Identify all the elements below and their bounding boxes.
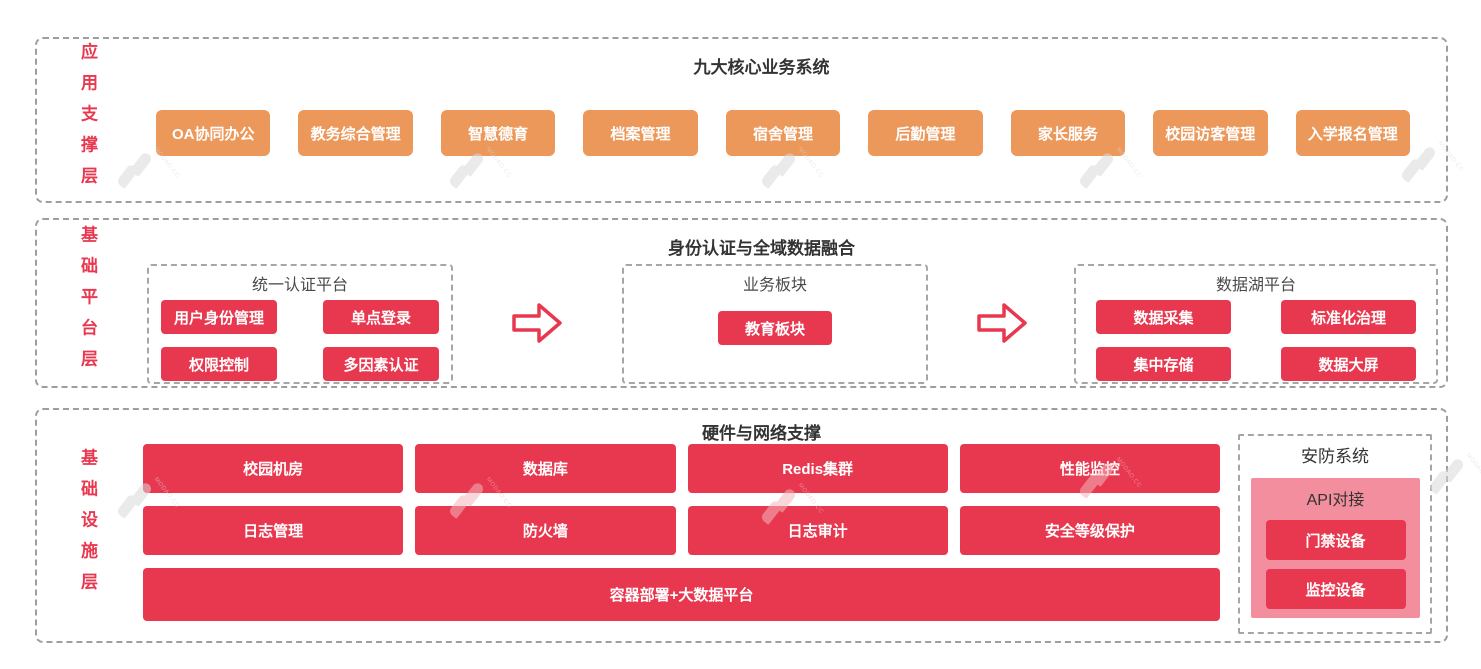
api-docking-panel: API对接 门禁设备 监控设备 bbox=[1251, 478, 1420, 618]
core-systems-row: OA协同办公 教务综合管理 智慧德育 档案管理 宿舍管理 后勤管理 家长服务 校… bbox=[156, 110, 1410, 156]
layer-app-label: 应用支撑层 bbox=[78, 42, 97, 198]
datalake-platform-title: 数据湖平台 bbox=[1215, 277, 1296, 294]
infra-node: 安全等级保护 bbox=[959, 506, 1220, 555]
system-node: 后勤管理 bbox=[868, 110, 983, 156]
infra-node: 日志管理 bbox=[143, 506, 404, 555]
api-docking-title: API对接 bbox=[1306, 492, 1365, 509]
infra-node: 性能监控 bbox=[959, 444, 1220, 493]
system-node: 家长服务 bbox=[1010, 110, 1126, 156]
security-system-group: 安防系统 API对接 门禁设备 监控设备 bbox=[1238, 434, 1432, 634]
infra-node: 防火墙 bbox=[415, 506, 676, 555]
system-node: 宿舍管理 bbox=[725, 110, 841, 156]
business-block-title: 业务板块 bbox=[742, 277, 807, 294]
platform-node: 标准化治理 bbox=[1281, 300, 1416, 334]
system-node: 智慧德育 bbox=[440, 110, 556, 156]
platform-node: 数据大屏 bbox=[1281, 347, 1416, 381]
layer-infra-label: 基础设施层 bbox=[78, 448, 97, 603]
system-node: 档案管理 bbox=[583, 110, 698, 156]
platform-node: 集中存储 bbox=[1096, 347, 1231, 381]
system-node: 入学报名管理 bbox=[1295, 110, 1410, 156]
layer-platform-title: 身份认证与全域数据融合 bbox=[668, 239, 855, 258]
platform-node: 多因素认证 bbox=[323, 347, 439, 381]
arrow-right-icon bbox=[977, 303, 1027, 343]
security-system-title: 安防系统 bbox=[1301, 447, 1369, 466]
layer-infrastructure: 基础设施层 硬件与网络支撑 校园机房 数据库 Redis集群 性能监控 日志管理… bbox=[35, 408, 1448, 643]
datalake-platform-items: 数据采集 标准化治理 集中存储 数据大屏 bbox=[1076, 295, 1436, 381]
system-node: OA协同办公 bbox=[156, 110, 271, 156]
infra-node: 数据库 bbox=[415, 444, 676, 493]
infrastructure-grid: 校园机房 数据库 Redis集群 性能监控 日志管理 防火墙 日志审计 安全等级… bbox=[143, 444, 1220, 621]
layer-app-support: 应用支撑层 九大核心业务系统 OA协同办公 教务综合管理 智慧德育 档案管理 宿… bbox=[35, 37, 1448, 203]
auth-platform-items: 用户身份管理 单点登录 权限控制 多因素认证 bbox=[149, 295, 451, 381]
infra-node: Redis集群 bbox=[687, 444, 948, 493]
layer-platform-label: 基础平台层 bbox=[78, 225, 97, 381]
platform-node: 用户身份管理 bbox=[161, 300, 277, 334]
infra-wide-node: 容器部署+大数据平台 bbox=[143, 568, 1220, 621]
layer-platform: 基础平台层 身份认证与全域数据融合 统一认证平台 用户身份管理 单点登录 权限控… bbox=[35, 218, 1448, 388]
infra-node: 日志审计 bbox=[687, 506, 948, 555]
infra-node: 校园机房 bbox=[143, 444, 404, 493]
arrow-right-icon bbox=[512, 303, 562, 343]
platform-node: 教育板块 bbox=[718, 311, 832, 345]
datalake-platform-group: 数据湖平台 数据采集 标准化治理 集中存储 数据大屏 bbox=[1074, 264, 1438, 384]
platform-node: 单点登录 bbox=[323, 300, 439, 334]
security-node: 监控设备 bbox=[1265, 569, 1406, 609]
auth-platform-title: 统一认证平台 bbox=[251, 277, 348, 294]
layer-infra-title: 硬件与网络支撑 bbox=[702, 424, 821, 443]
business-block-group: 业务板块 教育板块 bbox=[622, 264, 928, 384]
layer-app-title: 九大核心业务系统 bbox=[693, 58, 830, 77]
system-node: 校园访客管理 bbox=[1153, 110, 1268, 156]
platform-node: 数据采集 bbox=[1096, 300, 1231, 334]
security-node: 门禁设备 bbox=[1265, 520, 1406, 560]
system-node: 教务综合管理 bbox=[298, 110, 413, 156]
platform-node: 权限控制 bbox=[161, 347, 277, 381]
auth-platform-group: 统一认证平台 用户身份管理 单点登录 权限控制 多因素认证 bbox=[147, 264, 453, 384]
